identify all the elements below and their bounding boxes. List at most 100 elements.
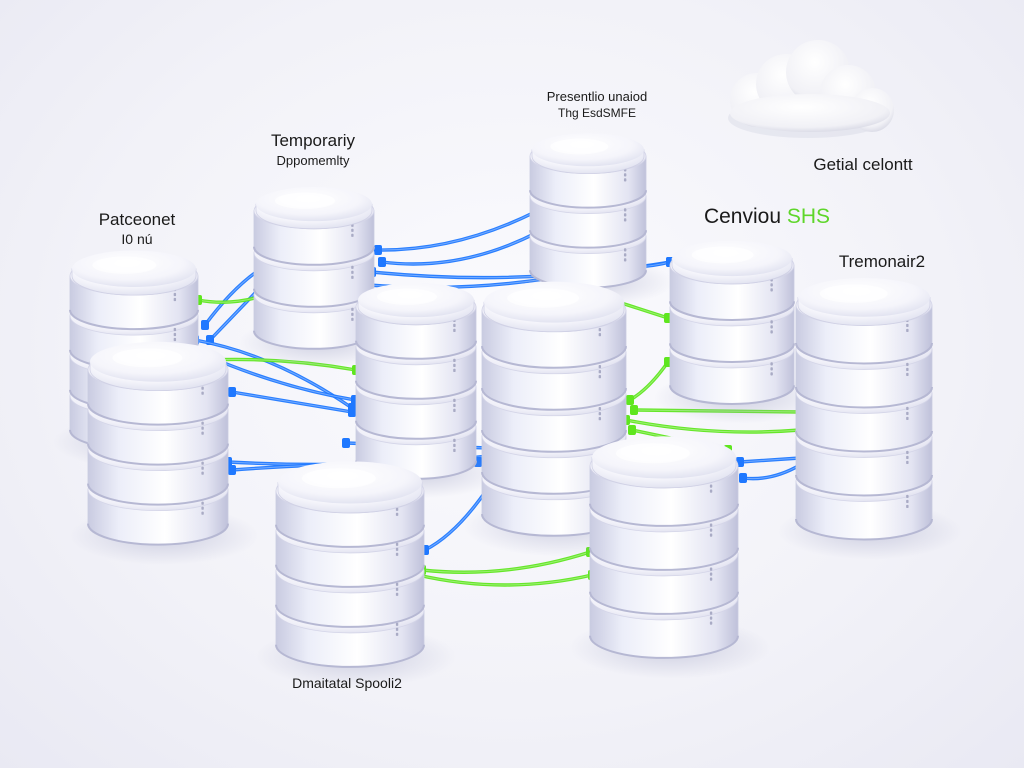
status-led — [201, 461, 204, 465]
status-led — [906, 328, 909, 333]
label-patient-sub: I0 nú — [121, 230, 153, 247]
status-led — [709, 611, 713, 615]
status-led — [173, 337, 177, 342]
blue-cable — [378, 227, 542, 267]
status-led — [709, 489, 713, 493]
server-dome — [277, 461, 423, 514]
status-led — [453, 368, 456, 372]
cable-plug — [201, 320, 209, 330]
status-led — [623, 178, 627, 182]
server-dome — [671, 240, 793, 285]
server-dome — [357, 282, 475, 326]
status-led — [395, 582, 399, 586]
label-cenviou-accent: SHS — [786, 205, 831, 228]
server-dome — [797, 278, 931, 326]
status-led — [395, 592, 399, 596]
status-led — [351, 233, 354, 237]
status-led — [201, 466, 204, 470]
status-led — [395, 632, 399, 636]
status-led — [906, 460, 909, 465]
status-led — [770, 283, 773, 287]
status-led — [770, 330, 773, 334]
label-bottom-caption: Dmaitatal Spooli2 — [292, 675, 402, 691]
cable-plug — [228, 387, 236, 397]
server-dome — [531, 133, 645, 175]
status-led — [906, 416, 909, 421]
status-led — [351, 317, 354, 321]
server-tremonair — [778, 278, 962, 560]
server-bottom-right — [570, 436, 770, 679]
server-cenviou — [654, 240, 822, 424]
status-led — [453, 323, 456, 327]
cable-plug — [630, 405, 638, 415]
status-led — [623, 208, 627, 212]
server-dome — [591, 436, 737, 489]
status-led — [906, 411, 909, 416]
label-presentation-title: Presentlio unaiod — [546, 89, 648, 104]
status-led — [906, 406, 909, 411]
server-center-left — [341, 282, 503, 498]
status-led — [906, 372, 909, 377]
status-led — [770, 288, 773, 292]
status-led — [906, 362, 909, 367]
server-dome — [255, 186, 373, 230]
label-temporary-sub: Dppomemlty — [276, 152, 350, 168]
status-led — [453, 363, 456, 367]
server-left-front — [69, 341, 259, 565]
status-led — [598, 370, 602, 374]
status-led — [598, 417, 602, 421]
status-led — [453, 403, 456, 407]
blue-cable — [736, 453, 804, 467]
status-led — [453, 448, 456, 452]
status-led — [173, 332, 177, 337]
server-dome — [483, 281, 625, 333]
cable-plug — [626, 395, 634, 405]
server-dome — [71, 250, 197, 296]
status-led — [453, 398, 456, 402]
status-led — [906, 494, 909, 499]
status-led — [201, 511, 204, 515]
status-led — [173, 327, 177, 332]
status-led — [453, 328, 456, 332]
status-led — [906, 455, 909, 460]
status-led — [623, 253, 627, 257]
blue-cable — [374, 207, 539, 255]
status-led — [395, 552, 399, 556]
label-cenviou-prefix: Cenviou — [703, 205, 782, 228]
status-led — [453, 358, 456, 362]
status-led — [709, 572, 713, 576]
status-led — [623, 218, 627, 222]
label-cenviou: Cenviou SHS — [672, 205, 862, 228]
status-led — [770, 372, 773, 376]
status-led — [906, 367, 909, 372]
status-led — [770, 325, 773, 329]
status-led — [770, 367, 773, 371]
status-led — [709, 484, 713, 488]
status-led — [351, 275, 354, 279]
status-led — [351, 228, 354, 232]
label-patient: Patceonet I0 nú — [62, 210, 212, 247]
status-led — [201, 391, 204, 395]
status-led — [709, 528, 713, 532]
status-led — [395, 512, 399, 516]
blue-cable — [228, 387, 356, 417]
status-led — [598, 375, 602, 379]
cable-plug — [342, 438, 350, 448]
label-cloud-caption: Getial celontt — [813, 155, 913, 174]
status-led — [395, 622, 399, 626]
cable-plug — [378, 257, 386, 267]
status-led — [201, 386, 204, 390]
status-led — [906, 499, 909, 504]
status-led — [351, 265, 354, 269]
status-led — [395, 627, 399, 631]
status-led — [623, 248, 627, 252]
cable-plug — [228, 465, 236, 475]
blue-cable — [739, 460, 804, 483]
server-dome — [89, 341, 227, 391]
status-led — [395, 507, 399, 511]
status-led — [598, 365, 602, 369]
status-led — [395, 547, 399, 551]
status-led — [770, 320, 773, 324]
status-led — [598, 333, 602, 337]
